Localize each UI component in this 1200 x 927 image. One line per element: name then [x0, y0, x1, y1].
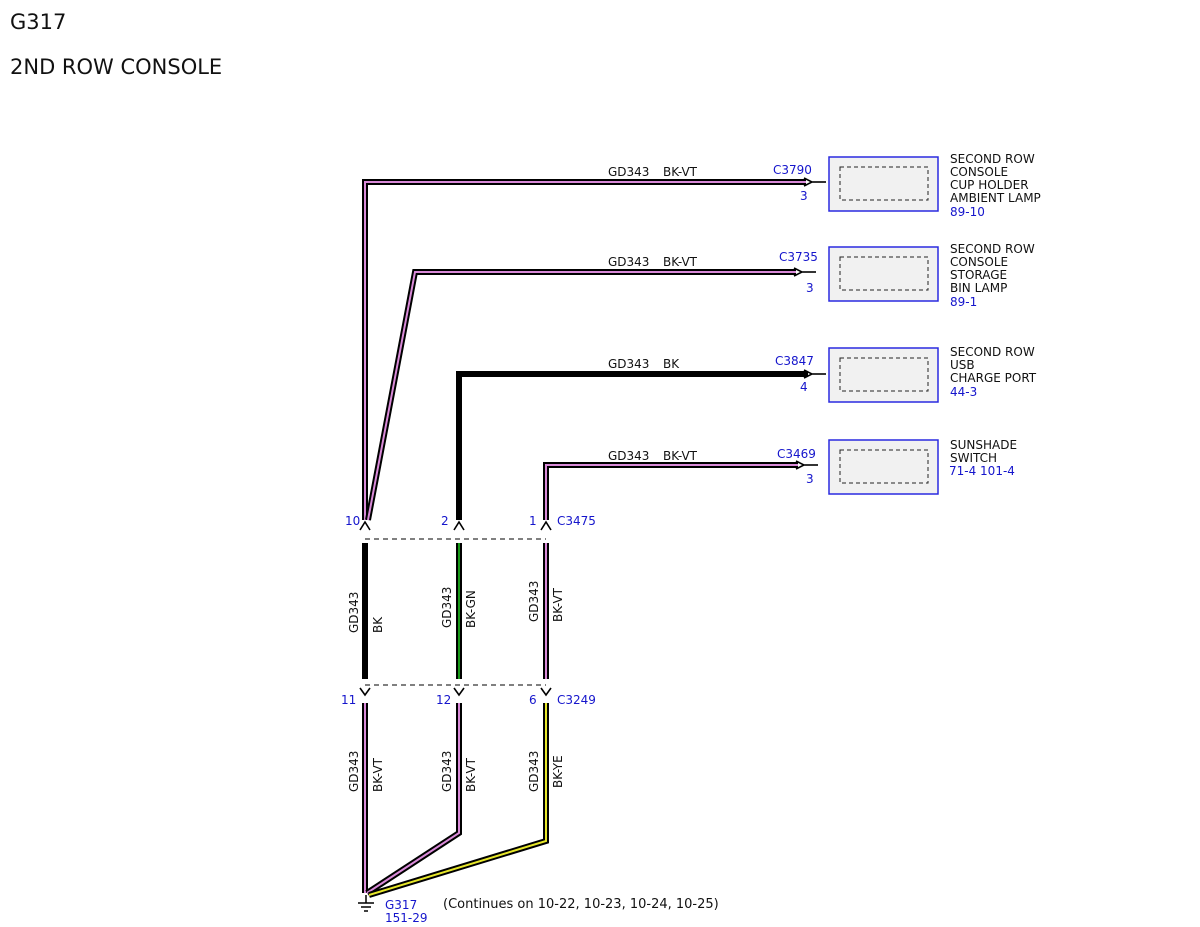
wire-circuit-2: GD343: [608, 255, 649, 269]
connector-c3475: [359, 520, 552, 540]
connector-arrows-components: [802, 182, 826, 465]
low-wire-circuit-3: GD343: [527, 751, 541, 792]
connector-label-c3790: C3790: [773, 163, 812, 177]
wire-c3735: [365, 269, 796, 521]
mid-wire-color-2: BK-GN: [464, 590, 478, 628]
component-ref-4: 71-4 101-4: [949, 464, 1015, 478]
pin-label-c3249-11: 11: [341, 693, 356, 707]
ground-label: G317: [385, 898, 417, 912]
pin-label-c3847: 4: [800, 380, 808, 394]
pin-label-c3249-6: 6: [529, 693, 537, 707]
component-name-2: SECOND ROW CONSOLE STORAGE BIN LAMP: [950, 242, 1039, 295]
wire-c3790: [362, 179, 806, 520]
connector-label-c3249: C3249: [557, 693, 596, 707]
pin-label-c3249-12: 12: [436, 693, 451, 707]
wire-color-2: BK-VT: [663, 255, 698, 269]
component-box-3: [828, 347, 939, 403]
page-subtitle: 2ND ROW CONSOLE: [10, 55, 223, 79]
connector-c3249: [359, 684, 552, 697]
mid-wire-color-1: BK: [371, 616, 385, 633]
connector-label-c3475: C3475: [557, 514, 596, 528]
wire-c3469: [543, 462, 798, 520]
pin-label-c3475-10: 10: [345, 514, 360, 528]
low-wire-circuit-2: GD343: [440, 751, 454, 792]
page-title: G317: [10, 10, 67, 34]
mid-wire-circuit-2: GD343: [440, 587, 454, 628]
mid-wire-circuit-1: GD343: [347, 592, 361, 633]
ground-ref: 151-29: [385, 911, 428, 925]
wire-color-4: BK-VT: [663, 449, 698, 463]
low-wire-2: [365, 703, 462, 896]
connector-label-c3735: C3735: [779, 250, 818, 264]
component-box-4: [828, 439, 939, 495]
low-wire-color-2: BK-VT: [464, 757, 478, 792]
connector-label-c3847: C3847: [775, 354, 814, 368]
component-ref-3: 44-3: [950, 385, 977, 399]
component-box-1: [828, 156, 939, 212]
low-wire-color-1: BK-VT: [371, 757, 385, 792]
wire-color-1: BK-VT: [663, 165, 698, 179]
component-name-3: SECOND ROW USB CHARGE PORT: [950, 345, 1039, 385]
component-ref-2: 89-1: [950, 295, 977, 309]
pin-label-c3475-1: 1: [529, 514, 537, 528]
ground-icon: [358, 895, 374, 912]
pin-label-c3475-2: 2: [441, 514, 449, 528]
connector-label-c3469: C3469: [777, 447, 816, 461]
pin-label-c3469: 3: [806, 472, 814, 486]
pin-label-c3790: 3: [800, 189, 808, 203]
mid-wire-color-3: BK-VT: [551, 587, 565, 622]
low-wire-3: [368, 703, 549, 898]
low-wire-circuit-1: GD343: [347, 751, 361, 792]
component-box-2: [828, 246, 939, 302]
wire-circuit-4: GD343: [608, 449, 649, 463]
wire-circuit-1: GD343: [608, 165, 649, 179]
wire-circuit-3: GD343: [608, 357, 649, 371]
mid-wire-circuit-3: GD343: [527, 581, 541, 622]
pin-label-c3735: 3: [806, 281, 814, 295]
component-ref-1: 89-10: [950, 205, 985, 219]
continuation-note: (Continues on 10-22, 10-23, 10-24, 10-25…: [443, 897, 719, 912]
component-name-1: SECOND ROW CONSOLE CUP HOLDER AMBIENT LA…: [950, 152, 1041, 205]
component-name-4: SUNSHADE SWITCH: [950, 438, 1021, 465]
wire-color-3: BK: [663, 357, 680, 371]
low-wire-color-3: BK-YE: [551, 755, 565, 788]
wire-c3847: [456, 371, 808, 520]
